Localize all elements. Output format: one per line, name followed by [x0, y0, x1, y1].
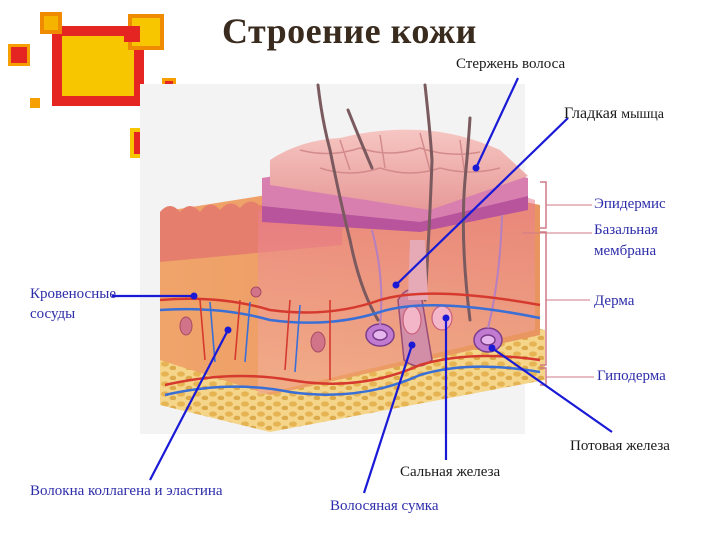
label-sweat-gland: Потовая железа — [570, 437, 670, 456]
label-collagen-fibers: Волокна коллагена и эластина — [30, 482, 223, 501]
label-hair-shaft: Стержень волоса — [456, 55, 565, 74]
label-sebaceous-gland: Сальная железа — [400, 463, 500, 482]
label-smooth-muscle: Гладкая мышца — [564, 104, 664, 124]
label-smooth-muscle-a: Гладкая — [564, 105, 617, 122]
label-hypodermis: Гиподерма — [597, 367, 666, 386]
label-basal-membrane-2: мембрана — [594, 242, 656, 261]
label-smooth-muscle-b: мышца — [621, 107, 664, 122]
label-dermis: Дерма — [594, 292, 634, 311]
label-basal-membrane-1: Базальная — [594, 221, 658, 240]
label-blood-vessels-1: Кровеносные — [30, 285, 116, 304]
epidermis-bracket — [540, 182, 546, 228]
label-epidermis: Эпидермис — [594, 195, 666, 214]
label-blood-vessels-2: сосуды — [30, 305, 75, 324]
label-hair-follicle: Волосяная сумка — [330, 497, 439, 516]
